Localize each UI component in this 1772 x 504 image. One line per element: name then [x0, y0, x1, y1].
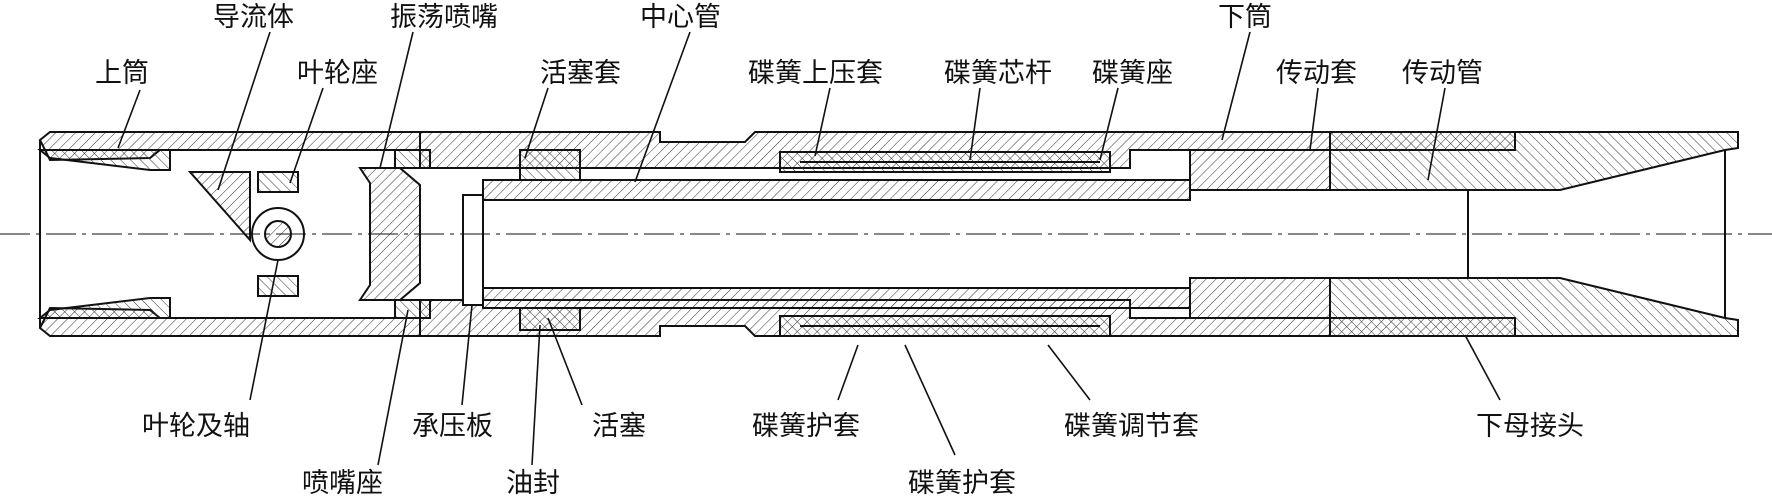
lower-box-bottom [1329, 277, 1739, 337]
label-die-huang-shang-ya-tao: 碟簧上压套 [748, 58, 883, 89]
label-zhong-xin-guan: 中心管 [640, 2, 721, 33]
label-die-huang-hu-tao-1: 碟簧护套 [752, 411, 860, 442]
pressure-plate [462, 194, 484, 306]
impeller-seat-bottom [257, 275, 299, 297]
nozzle-seat-top [394, 149, 431, 169]
upper-sub-taper-top [37, 149, 171, 171]
label-cheng-ya-ban: 承压板 [412, 411, 493, 442]
upper-sub-taper-bottom [37, 297, 171, 319]
flow-diverter [187, 171, 251, 243]
label-xia-tong: 下筒 [1218, 2, 1272, 33]
tool-body [37, 131, 1739, 337]
piston-sleeve-bottom [519, 307, 581, 331]
label-xia-mu-jie-tou: 下母接头 [1476, 411, 1584, 442]
label-dao-liu-ti: 导流体 [213, 2, 294, 33]
drive-sleeve-bottom [1189, 277, 1331, 319]
nozzle-seat-bottom [394, 299, 431, 319]
piston-sleeve-top [519, 149, 581, 181]
center-tube-top [482, 179, 1191, 201]
labels: 上筒 导流体 叶轮座 振荡喷嘴 活塞套 中心管 碟簧上压套 碟簧芯杆 碟簧座 下… [95, 2, 1584, 499]
label-ye-lun-ji-zhou: 叶轮及轴 [142, 411, 250, 442]
lower-box-top [1329, 131, 1739, 191]
label-die-huang-xin-gan: 碟簧芯杆 [944, 58, 1052, 89]
label-chuan-dong-guan: 传动管 [1402, 58, 1483, 89]
label-pen-zui-zuo: 喷嘴座 [302, 468, 383, 499]
label-huo-sai: 活塞 [592, 411, 646, 442]
leader-lines [117, 31, 1501, 466]
label-zhen-dang-pen-zui: 振荡喷嘴 [390, 2, 498, 33]
impeller-seat-top [257, 171, 299, 193]
label-ye-lun-zuo: 叶轮座 [297, 58, 378, 89]
label-die-huang-hu-tao-2: 碟簧护套 [908, 468, 1016, 499]
label-die-huang-tiao-jie-tao: 碟簧调节套 [1064, 411, 1199, 442]
label-die-huang-zuo: 碟簧座 [1092, 58, 1173, 89]
label-chuan-dong-tao: 传动套 [1276, 58, 1357, 89]
label-huo-sai-tao: 活塞套 [540, 58, 621, 89]
drive-sleeve-top [1189, 149, 1331, 191]
label-shang-tong: 上筒 [95, 58, 149, 89]
center-tube-bottom [482, 287, 1191, 309]
label-you-feng: 油封 [506, 468, 560, 499]
